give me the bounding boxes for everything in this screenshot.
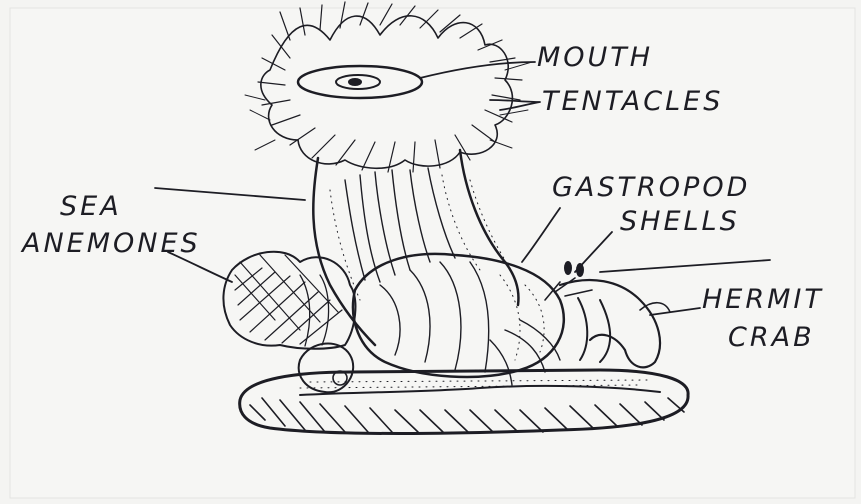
label-shells: SHELLS [620, 206, 740, 237]
label-gastropod: GASTROPOD [552, 172, 750, 203]
label-crab: CRAB [728, 322, 815, 353]
label-hermit: HERMIT [702, 284, 824, 315]
label-mouth: MOUTH [537, 42, 653, 73]
label-tentacles: TENTACLES [542, 86, 723, 117]
label-sea: SEA [60, 191, 122, 222]
label-anemones: ANEMONES [20, 228, 201, 259]
